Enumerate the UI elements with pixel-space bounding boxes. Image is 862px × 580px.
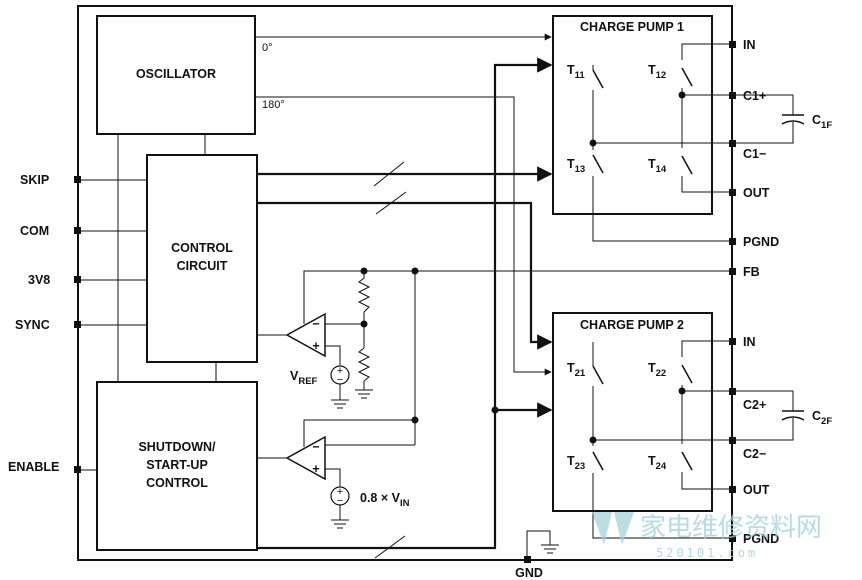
pin-out-2: OUT (743, 483, 770, 497)
charge-pump-1-block (552, 15, 713, 215)
watermark-logo-icon (592, 512, 634, 545)
shutdown-label-3: CONTROL (146, 476, 208, 490)
switch-t11: T11 (567, 63, 585, 81)
pin-c1-plus: C1+ (743, 89, 766, 103)
pin-3v8: 3V8 (28, 273, 50, 287)
shutdown-label-2: START-UP (146, 458, 208, 472)
oscillator-label: OSCILLATOR (136, 67, 216, 81)
pin-pgnd-1: PGND (743, 235, 779, 249)
resistor-top (357, 277, 371, 313)
pin-fb: FB (743, 265, 760, 279)
switch-t13: T13 (567, 157, 585, 175)
osc-180-line (255, 96, 552, 376)
pin-gnd: GND (515, 566, 543, 580)
svg-text:+: + (312, 339, 319, 353)
svg-text:+: + (337, 486, 343, 498)
pin-pgnd-2: PGND (743, 532, 779, 546)
vref-label: VREF (290, 369, 318, 387)
opamp-2 (285, 435, 326, 481)
shutdown-block (96, 381, 258, 551)
shutdown-bus (257, 57, 553, 550)
shutdown-label-1: SHUTDOWN/ (138, 440, 216, 454)
charge-pump-1-label: CHARGE PUMP 1 (580, 20, 684, 34)
pin-in-1: IN (743, 38, 756, 52)
switch-t23: T23 (567, 454, 585, 472)
pin-in-2: IN (743, 335, 756, 349)
svg-text:家电维修资料网: 家电维修资料网 (640, 513, 822, 543)
pin-c2-minus: C2− (743, 447, 766, 461)
watermark: 家电维修资料网 520101.com (592, 512, 822, 560)
ctrl-bus-pump2 (257, 201, 553, 350)
pin-enable: ENABLE (8, 460, 59, 474)
switch-t21: T21 (567, 361, 586, 379)
svg-text:+: + (312, 462, 319, 476)
pin-sync: SYNC (15, 318, 50, 332)
svg-text:520101.com: 520101.com (656, 546, 758, 560)
switch-t24: T24 (648, 454, 667, 472)
svg-text:−: − (312, 440, 319, 454)
control-label-2: CIRCUIT (177, 259, 228, 273)
vin-label: 0.8 × VIN (360, 491, 410, 509)
svg-text:−: − (337, 374, 343, 386)
resistor-bottom (357, 347, 371, 382)
control-label-1: CONTROL (171, 241, 233, 255)
charge-pump-2-block (552, 312, 713, 512)
phase-180-label: 180° (262, 99, 285, 111)
pin-c1-minus: C1− (743, 147, 766, 161)
opamp-1 (285, 312, 326, 358)
pin-c2-plus: C2+ (743, 398, 766, 412)
switch-t14: T14 (648, 157, 667, 175)
switch-t22: T22 (648, 361, 666, 379)
charge-pump-2-label: CHARGE PUMP 2 (580, 318, 684, 332)
svg-text:+: + (337, 365, 343, 377)
oscillator-block (96, 15, 256, 135)
control-circuit-block (146, 154, 258, 363)
pin-out-1: OUT (743, 186, 770, 200)
cap-c2f: C2F (812, 409, 832, 427)
switch-t12: T12 (648, 63, 666, 81)
svg-text:−: − (337, 495, 343, 507)
cap-c1f: C1F (812, 113, 832, 131)
phase-0-label: 0° (262, 42, 273, 54)
pin-com: COM (20, 224, 49, 238)
pin-skip: SKIP (20, 173, 49, 187)
svg-text:−: − (312, 317, 319, 331)
